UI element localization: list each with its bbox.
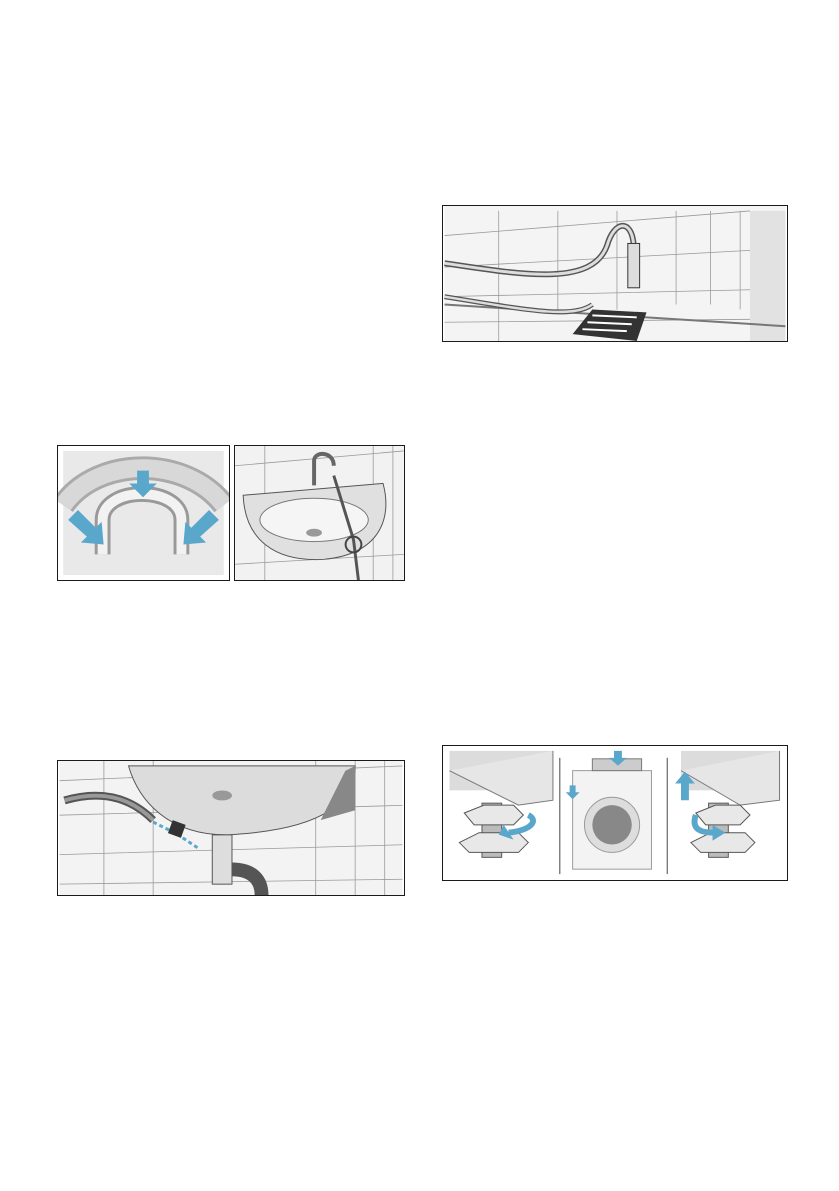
siphon-connection-illustration xyxy=(57,760,405,896)
siphon-connection-image xyxy=(58,761,404,895)
washbasin-hose-illustration xyxy=(234,445,405,581)
standpipe-drain-image xyxy=(443,206,787,341)
feet-adjust-illustration xyxy=(442,745,788,881)
feet-adjust-image xyxy=(443,746,787,880)
hose-u-bend-image xyxy=(58,446,229,580)
hose-u-bend-illustration xyxy=(57,445,230,581)
standpipe-drain-illustration xyxy=(442,205,788,342)
washbasin-hose-image xyxy=(235,446,404,580)
